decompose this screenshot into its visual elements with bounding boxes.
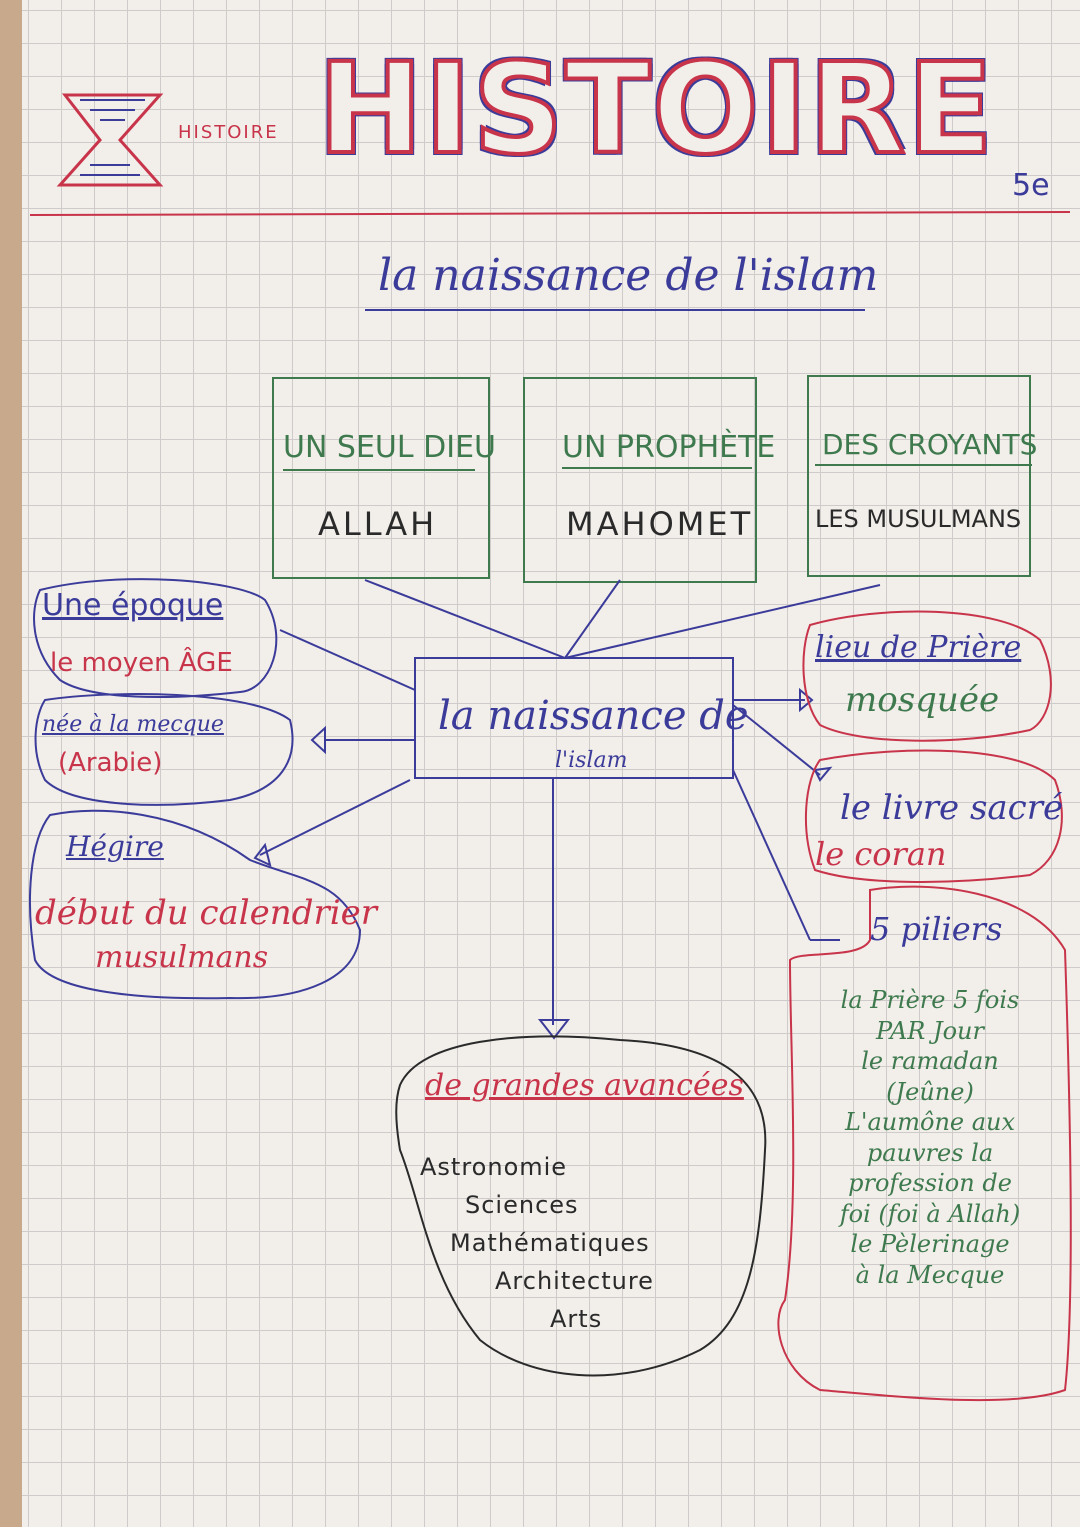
bubble-priere — [802, 610, 1052, 742]
box-dieu-heading: UN SEUL DIEU — [283, 430, 497, 465]
piliers-list: la Prière 5 fois PAR Jour le ramadan (Je… — [805, 985, 1055, 1290]
connector-lines — [253, 579, 881, 1040]
pilier-line: (Jeûne) — [886, 1077, 974, 1106]
hegire-heading: Hégire — [66, 830, 164, 863]
avancees-list: Astronomie Sciences Mathématiques Archit… — [420, 1148, 654, 1338]
hegire-value2: musulmans — [95, 940, 269, 975]
priere-value: mosquée — [845, 680, 1000, 720]
box-croyants-heading: DES CROYANTS — [822, 428, 1038, 461]
pilier-line: le ramadan — [861, 1047, 999, 1075]
box-prophete-heading: UN PROPHÈTE — [562, 430, 776, 465]
center-line2: l'islam — [555, 748, 628, 773]
pilier-line: la Prière 5 fois — [840, 986, 1020, 1014]
header-rule — [29, 211, 1071, 216]
pilier-line: PAR Jour — [876, 1016, 984, 1045]
avancee-item: Arts — [550, 1305, 603, 1333]
box-dieu-value: ALLAH — [318, 505, 438, 543]
bubble-livre — [805, 749, 1063, 883]
grid-paper — [22, 0, 1080, 1527]
box-croyants — [807, 375, 1031, 577]
box-prophete-value: MAHOMET — [566, 505, 754, 543]
box-prophete — [523, 377, 757, 583]
livre-heading: le livre sacré — [840, 788, 1064, 828]
pilier-line: à la Mecque — [855, 1260, 1005, 1289]
bubble-avancees — [395, 1035, 767, 1377]
avancee-item: Mathématiques — [450, 1229, 650, 1257]
avancee-item: Sciences — [465, 1191, 579, 1219]
pilier-line: foi (foi à Allah) — [839, 1199, 1021, 1228]
mecque-heading: née à la mecque — [42, 712, 224, 737]
piliers-heading: 5 piliers — [870, 910, 1003, 948]
avancee-item: Architecture — [495, 1267, 654, 1295]
bubble-epoque — [33, 578, 278, 698]
grade-label: 5e — [1012, 168, 1050, 203]
bubble-piliers — [777, 885, 1072, 1402]
hourglass-logo — [56, 93, 164, 187]
hegire-value: début du calendrier — [35, 893, 377, 933]
avancees-heading: de grandes avancées — [425, 1068, 744, 1103]
bubble-hegire — [29, 809, 362, 1000]
mecque-value: (Arabie) — [58, 748, 163, 778]
pilier-line: L'aumône aux — [844, 1108, 1016, 1136]
page-edge — [0, 0, 22, 1527]
box-dieu — [272, 377, 490, 579]
big-title: HISTOIRE — [316, 37, 995, 182]
livre-value: le coran — [815, 835, 947, 873]
box-underlines — [283, 464, 1032, 471]
epoque-heading: Une époque — [42, 588, 224, 623]
center-line1: la naissance de — [438, 693, 749, 739]
page-title: la naissance de l'islam — [378, 250, 879, 301]
pilier-line: profession de — [848, 1169, 1012, 1197]
pilier-line: le Pèlerinage — [850, 1230, 1010, 1258]
pilier-line: pauvres la — [866, 1138, 994, 1167]
priere-heading: lieu de Prière — [815, 630, 1022, 665]
epoque-value: le moyen ÂGE — [50, 648, 233, 678]
avancee-item: Astronomie — [420, 1153, 568, 1181]
small-title: HISTOIRE — [178, 122, 279, 143]
bubble-mecque — [34, 693, 294, 806]
box-croyants-value: LES MUSULMANS — [815, 505, 1022, 533]
